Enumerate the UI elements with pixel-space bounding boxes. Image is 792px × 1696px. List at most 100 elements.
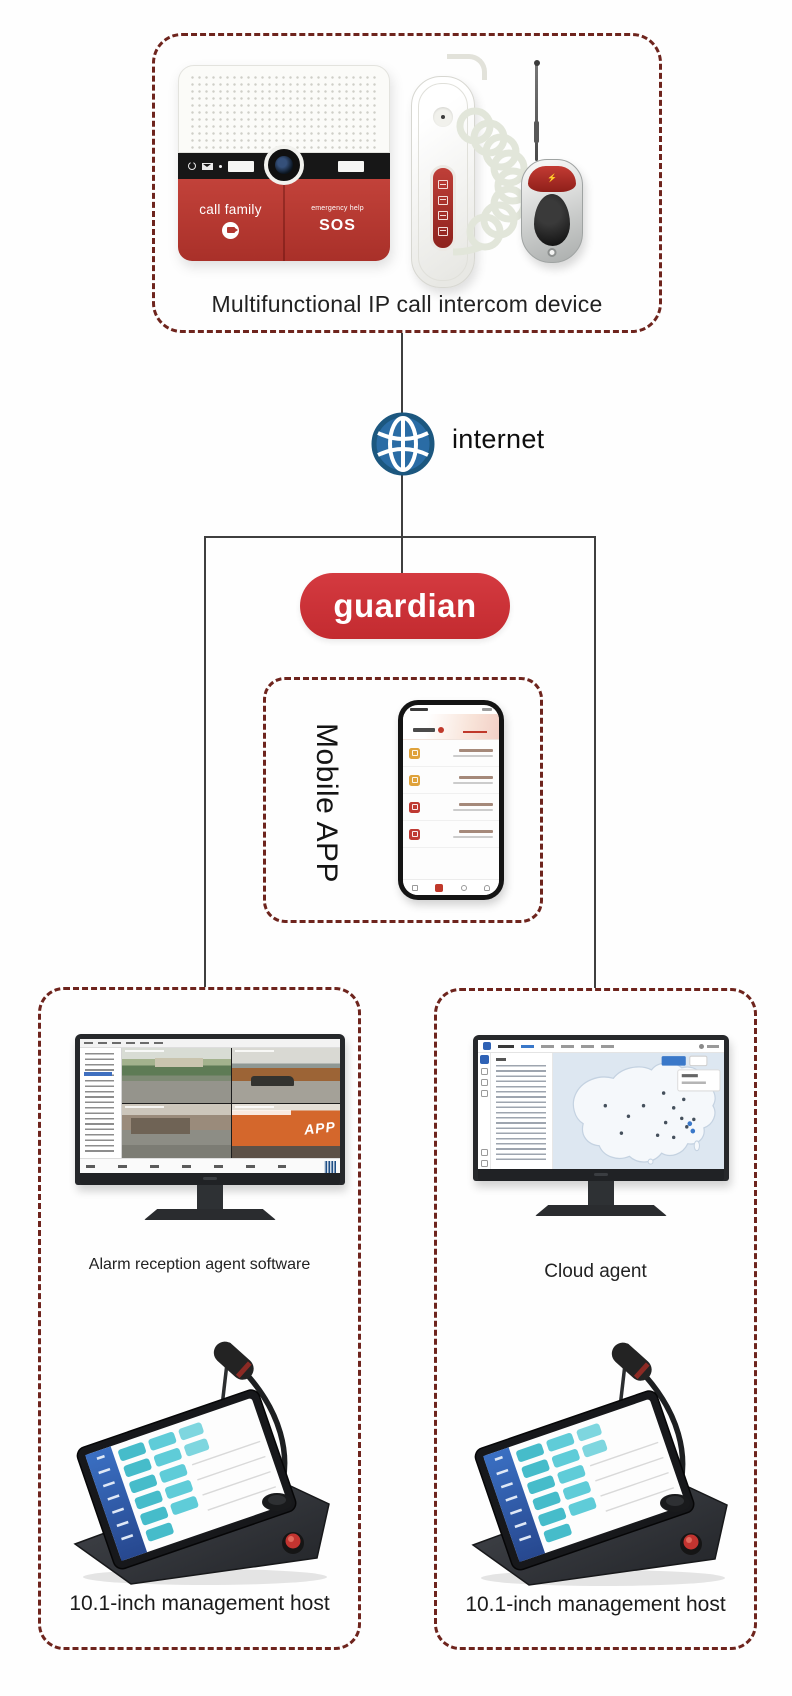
antenna-icon xyxy=(533,60,540,161)
call-family-label: call family xyxy=(199,201,262,217)
alarm-type-icon xyxy=(409,828,420,840)
connector-branch-left xyxy=(204,536,206,987)
device-list-panel xyxy=(491,1053,553,1169)
internet-label: internet xyxy=(452,424,545,454)
monitor-caption: Alarm reception agent software xyxy=(88,1256,311,1273)
call-family-button: call family xyxy=(178,179,285,261)
china-map xyxy=(572,1055,721,1165)
phone-screen xyxy=(403,705,499,895)
guardian-label: guardian xyxy=(333,587,477,624)
remote-control-illustration xyxy=(513,60,593,296)
alarm-record-list xyxy=(403,740,499,879)
monitor-caption: Cloud agent xyxy=(544,1261,647,1282)
sos-button: emergency help SOS xyxy=(285,179,390,261)
host-caption: 10.1-inch management host xyxy=(465,1593,726,1616)
camera-feed xyxy=(122,1103,231,1158)
keyring-hole xyxy=(547,248,557,257)
device-tree-panel xyxy=(80,1048,122,1158)
monitor-stand xyxy=(588,1181,614,1205)
intercom-device-illustration: call family emergency help SOS xyxy=(178,65,390,261)
side-icon-rail xyxy=(478,1053,491,1169)
alarm-type-icon xyxy=(409,747,420,759)
intercom-speaker-grille xyxy=(178,65,390,153)
intercom-buttons: call family emergency help SOS xyxy=(178,179,390,261)
platform-logo xyxy=(483,1042,491,1050)
host-touchscreen xyxy=(76,1389,297,1570)
cloud-platform-screen xyxy=(478,1040,724,1169)
intercom-device-group-box: call family emergency help SOS xyxy=(152,33,662,333)
management-host-illustration xyxy=(471,1342,728,1586)
profile-icon xyxy=(484,884,491,891)
monitor-icon xyxy=(460,884,467,891)
power-icon xyxy=(188,160,196,170)
phone-tab-right xyxy=(463,728,487,733)
cloud-agent-monitor xyxy=(473,1035,729,1216)
host-caption: 10.1-inch management host xyxy=(69,1592,330,1615)
emergency-help-label: emergency help xyxy=(311,205,364,212)
microphone-icon xyxy=(611,1342,652,1381)
monitor-stand xyxy=(197,1185,223,1209)
cloud-agent-box: Cloud agent xyxy=(434,988,757,1650)
cloud-nav-bar xyxy=(478,1040,724,1053)
camera-feed xyxy=(231,1048,340,1103)
host-touchscreen xyxy=(474,1390,695,1571)
guardian-badge: guardian xyxy=(300,573,510,639)
map-module-icon xyxy=(479,1055,489,1064)
handset-cord xyxy=(447,54,487,80)
management-host-illustration xyxy=(73,1341,330,1585)
connector-branch-horizontal xyxy=(204,536,596,538)
dial-buttons xyxy=(118,1422,210,1542)
check-icon xyxy=(438,727,444,733)
dial-buttons xyxy=(516,1423,608,1543)
camera-lens-icon xyxy=(264,145,304,185)
mobile-app-box: Mobile APP xyxy=(263,677,543,923)
alarm-type-icon xyxy=(409,801,420,813)
alarm-list-item xyxy=(403,767,499,794)
alarm-list-item xyxy=(403,821,499,848)
truck-text: APP xyxy=(303,1118,337,1138)
microphone-icon xyxy=(213,1341,254,1380)
phone-tab-left xyxy=(413,727,444,733)
alarm-agent-monitor: APP xyxy=(75,1034,345,1220)
stats-card xyxy=(677,1069,721,1092)
video-camera-icon xyxy=(222,221,239,239)
smartphone-illustration xyxy=(398,700,504,900)
internet-globe-icon xyxy=(371,412,435,476)
phone-status-bar xyxy=(403,705,499,714)
display-window xyxy=(228,160,254,172)
alarm-list-item xyxy=(403,740,499,767)
phone-bottom-nav xyxy=(403,879,499,895)
alarm-type-icon xyxy=(409,774,420,786)
vms-toolbar xyxy=(80,1158,340,1173)
qr-code-icon xyxy=(324,1160,336,1173)
mail-icon xyxy=(202,162,213,170)
phone-app-header xyxy=(403,714,499,740)
search-button xyxy=(661,1056,686,1066)
home-icon xyxy=(411,884,418,891)
alarm-list-item xyxy=(403,794,499,821)
display-window xyxy=(338,160,364,172)
alarm-agent-box: APP Alarm reception agent software xyxy=(38,987,361,1650)
handset-emergency-button xyxy=(430,165,456,251)
top-box-caption: Multifunctional IP call intercom device xyxy=(211,291,603,317)
led-indicator xyxy=(219,164,222,168)
remote-grip xyxy=(534,194,570,246)
selected-tree-item xyxy=(84,1072,112,1076)
vms-software-screen: APP xyxy=(80,1039,340,1173)
mobile-app-label: Mobile APP xyxy=(310,722,343,884)
connector-branch-right xyxy=(594,536,596,988)
vms-menu-bar xyxy=(80,1039,340,1048)
camera-feed xyxy=(122,1048,231,1103)
remote-alarm-button xyxy=(528,166,576,192)
coiled-cord xyxy=(453,107,532,256)
user-menu xyxy=(699,1043,719,1049)
emergency-button xyxy=(282,1532,304,1554)
earpiece-icon xyxy=(433,107,453,127)
map-panel xyxy=(553,1053,724,1169)
sos-label: SOS xyxy=(319,217,356,234)
tab-underline xyxy=(463,731,487,733)
camera-grid: APP xyxy=(122,1048,340,1158)
emergency-button xyxy=(680,1533,702,1555)
camera-feed: APP xyxy=(231,1103,340,1158)
